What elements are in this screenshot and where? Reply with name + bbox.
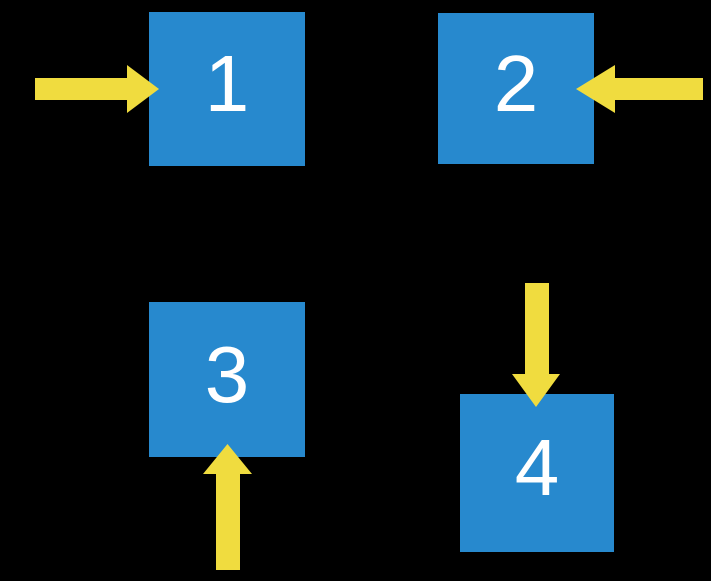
box-1: 1 (149, 12, 305, 166)
arrow-left-icon (576, 65, 703, 113)
box-2: 2 (438, 13, 594, 164)
arrow-right-icon (35, 65, 159, 113)
arrow-up-icon (203, 444, 252, 570)
arrow-down-icon (512, 283, 560, 407)
box-1-label: 1 (204, 39, 250, 128)
box-3-label: 3 (204, 329, 250, 419)
box-3: 3 (149, 302, 305, 457)
box-4: 4 (460, 394, 614, 552)
box-4-label: 4 (514, 423, 560, 512)
box-2-label: 2 (493, 38, 539, 128)
